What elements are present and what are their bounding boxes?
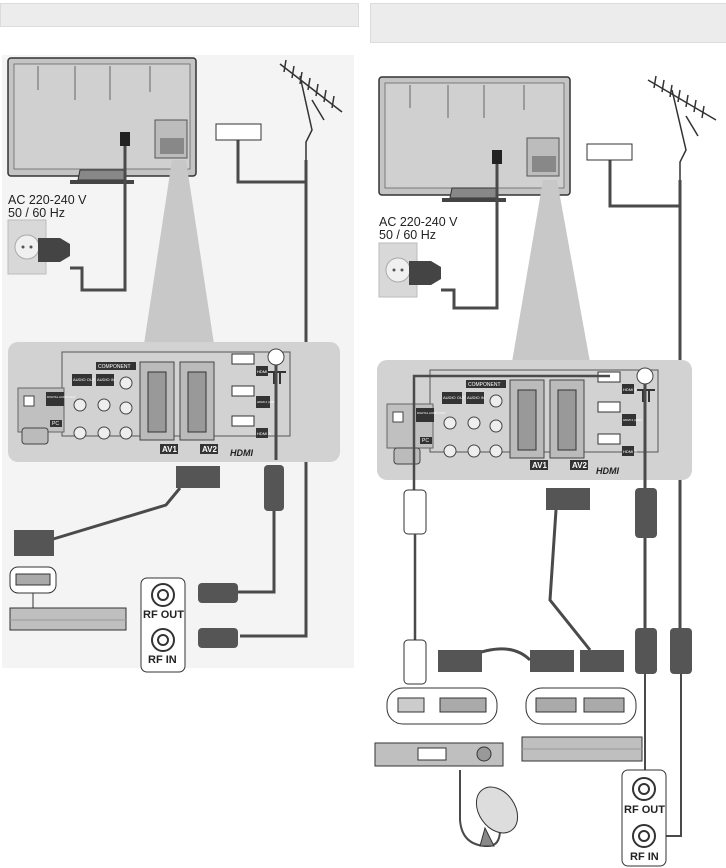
right-hdmi2-label: HDMI 2 (ARC) <box>623 418 642 422</box>
left-antenna-cable-a <box>236 140 308 184</box>
right-antenna-cable-a <box>608 160 682 208</box>
left-audio-in-label: AUDIO IN <box>97 377 115 382</box>
right-scart-plug-right <box>580 650 624 672</box>
right-antenna <box>647 75 717 180</box>
right-wall-box <box>586 143 633 161</box>
right-tv-back <box>378 76 571 202</box>
right-satellite-dish <box>459 770 519 848</box>
left-av2-label: AV2 <box>202 445 218 454</box>
left-rf-in-label: RF IN <box>148 654 177 666</box>
left-rf-cable <box>238 511 276 594</box>
left-diagram: PC DIGITAL AUDIO OUT COMPONENT AUDIO OUT… <box>2 55 354 673</box>
right-hdmi-plug-bottom <box>403 639 427 685</box>
right-rf-box <box>621 769 667 867</box>
right-pc-label: PC <box>422 438 429 444</box>
right-power-label-line1: AC 220-240 V <box>379 215 458 229</box>
left-wall-box <box>215 123 262 141</box>
right-rf-plug-top <box>635 488 657 538</box>
left-power-label-line1: AC 220-240 V <box>8 193 87 207</box>
left-hdmi-logo: HDMI <box>230 448 253 458</box>
left-recorder <box>9 566 127 631</box>
right-hdmi3-label: HDMI 3 <box>623 449 637 454</box>
right-header-bar <box>370 3 726 43</box>
right-av1-label: AV1 <box>532 461 548 470</box>
right-hdmi-logo: HDMI <box>596 466 619 476</box>
right-scart-plug-left <box>438 650 482 672</box>
left-connector-panel: PC DIGITAL AUDIO OUT COMPONENT AUDIO OUT… <box>8 342 340 462</box>
right-scart-plug-top <box>546 488 590 510</box>
right-component-label: COMPONENT <box>468 382 501 388</box>
left-power-cable <box>70 146 127 292</box>
right-rf-in-label: RF IN <box>630 851 659 863</box>
right-zoom-beam <box>512 180 590 362</box>
right-hdmi-cable <box>412 374 610 490</box>
left-antenna-cable-b <box>240 182 308 638</box>
left-power-label-line2: 50 / 60 Hz <box>8 206 65 220</box>
left-audio-out-label: AUDIO OUT <box>73 377 96 382</box>
right-scart-plug-mid <box>530 650 574 672</box>
right-connector-panel: PC DIGITAL AUDIO OUT COMPONENT AUDIO OUT… <box>377 360 692 480</box>
left-rf-out-label: RF OUT <box>143 609 184 621</box>
right-antenna-plug-mid <box>670 628 692 674</box>
right-recorder-sockets <box>525 687 637 725</box>
left-component-label: COMPONENT <box>98 364 131 370</box>
right-audio-in-label: AUDIO IN <box>467 395 485 400</box>
right-audio-out-label: AUDIO OUT <box>443 395 466 400</box>
right-stb-sockets <box>386 687 498 725</box>
right-digital-audio-label: DIGITAL AUDIO OUT <box>417 411 446 415</box>
left-rf-box <box>140 577 238 673</box>
left-hdmi3-label: HDMI 3 <box>257 431 271 436</box>
left-zoom-beam <box>144 160 214 344</box>
left-antenna <box>279 59 343 160</box>
left-hdmi2-label: HDMI 2 (ARC) <box>257 400 276 404</box>
left-scart-plug-top <box>176 466 220 488</box>
right-hdmi1-label: HDMI 1 <box>623 387 637 392</box>
left-header-bar <box>0 3 359 27</box>
right-rf-plug-mid <box>635 628 657 674</box>
left-power-outlet <box>7 219 70 275</box>
left-digital-audio-label: DIGITAL AUDIO OUT <box>47 395 76 399</box>
left-hdmi1-label: HDMI 1 <box>257 369 271 374</box>
right-satellite-receiver <box>374 742 504 767</box>
right-power-outlet <box>378 242 441 298</box>
right-power-label-line2: 50 / 60 Hz <box>379 228 436 242</box>
right-rf-out-label: RF OUT <box>624 804 665 816</box>
right-diagram: PC DIGITAL AUDIO OUT COMPONENT AUDIO OUT… <box>374 75 717 867</box>
right-av2-label: AV2 <box>572 461 588 470</box>
left-rf-plug <box>264 465 284 511</box>
left-pc-label: PC <box>52 421 59 427</box>
right-power-cable <box>441 164 499 310</box>
right-hdmi-plug-top <box>403 489 427 535</box>
left-tv-back <box>7 57 197 184</box>
left-scart-plug-bottom <box>14 530 54 556</box>
left-av1-label: AV1 <box>162 445 178 454</box>
